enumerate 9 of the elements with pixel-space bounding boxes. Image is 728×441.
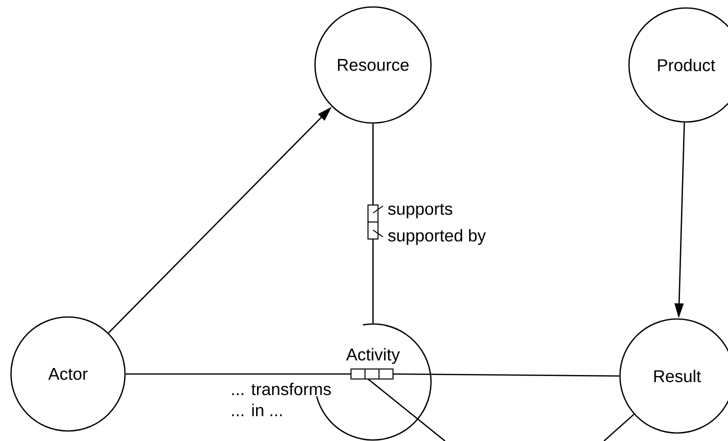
role-label: supports xyxy=(388,204,452,218)
role-label: supported by xyxy=(388,229,486,245)
role-label: ... transforms xyxy=(232,382,331,396)
connector xyxy=(368,378,446,441)
connector xyxy=(393,373,620,377)
connector xyxy=(604,414,634,441)
role-label: ... in ... xyxy=(232,404,282,416)
connector xyxy=(126,373,351,375)
role-box xyxy=(350,368,394,380)
